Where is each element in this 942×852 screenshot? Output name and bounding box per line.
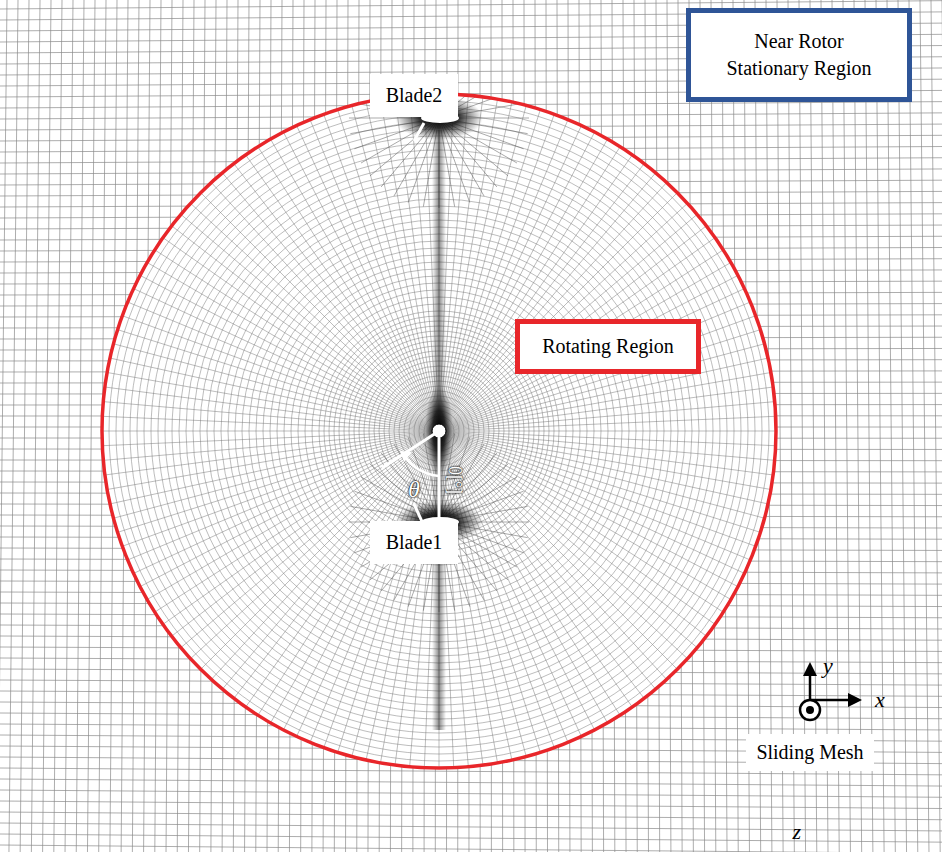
blade-label: Blade2 [370,74,459,117]
axis-label: x [875,689,885,711]
arrowhead [400,451,412,462]
angle-symbol: θ [408,477,420,501]
region-label-box: Rotating Region [515,319,701,374]
blade-label: Blade1 [370,521,459,564]
leader-line [414,123,424,141]
region-label-box: Near Rotor Stationary Region [686,8,912,102]
node-text: Blade1 [386,529,443,556]
axis-label: z [793,821,802,843]
node-text: Sliding Mesh [756,739,863,766]
interface-label: Sliding Mesh [746,734,873,771]
refinement-zones [395,96,483,730]
node-text: Blade2 [386,82,443,109]
node-text: Near Rotor Stationary Region [715,28,883,82]
angle-value: 0[°] [446,466,464,494]
rotating-grid [99,28,779,771]
node-text: Rotating Region [542,333,674,360]
angle-reference [438,431,441,518]
axis-label: y [823,655,833,677]
angle-arc [404,455,439,476]
sliding-interface [102,94,776,768]
